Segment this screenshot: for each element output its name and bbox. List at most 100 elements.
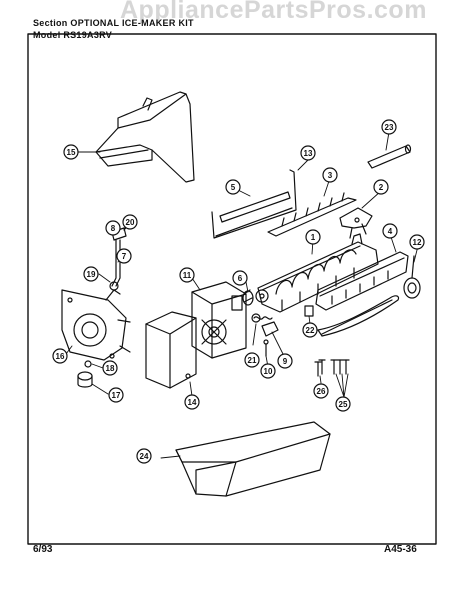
callout-12: 12 — [409, 234, 425, 250]
part-11-housing — [191, 281, 247, 359]
callout-number: 2 — [379, 183, 384, 192]
callout-number: 22 — [306, 326, 315, 335]
callout-2: 2 — [373, 179, 389, 195]
callout-number: 17 — [112, 391, 121, 400]
callout-circle — [300, 145, 316, 161]
callout-15: 15 — [63, 144, 79, 160]
callout-number: 12 — [413, 238, 422, 247]
diagram-border — [27, 33, 437, 545]
callout-circle — [260, 363, 276, 379]
part-1-mold — [255, 233, 379, 313]
part-10-pin — [263, 339, 269, 357]
callout-4: 4 — [382, 223, 398, 239]
callout-number: 11 — [183, 271, 192, 280]
part-22-nut — [304, 305, 314, 317]
callout-24: 24 — [136, 448, 152, 464]
callout-3: 3 — [322, 167, 338, 183]
callout-number: 19 — [87, 270, 96, 279]
callout-6: 6 — [232, 270, 248, 286]
part-7-tube — [111, 239, 121, 287]
callout-circle — [102, 360, 118, 376]
callout-group: 1234567891011121314151617181920212223242… — [52, 119, 425, 464]
callout-22: 22 — [302, 322, 318, 338]
part-21-spring — [251, 313, 273, 323]
part-23-tube — [367, 144, 412, 169]
callout-number: 7 — [122, 252, 127, 261]
footer-page-code: A45-36 — [384, 544, 417, 555]
callout-circle — [179, 267, 195, 283]
part-12-thermostat — [403, 255, 421, 299]
callout-13: 13 — [300, 145, 316, 161]
callout-number: 24 — [140, 452, 149, 461]
callout-18: 18 — [102, 360, 118, 376]
part-16-water-valve — [61, 289, 131, 361]
callout-number: 8 — [111, 224, 116, 233]
callout-circle — [63, 144, 79, 160]
callout-number: 9 — [283, 357, 288, 366]
callout-circle — [116, 248, 132, 264]
part-18-washer — [84, 360, 92, 368]
part-15-shield — [95, 91, 195, 183]
callout-19: 19 — [83, 266, 99, 282]
part-9-switch — [261, 321, 279, 337]
callout-25: 25 — [335, 396, 351, 412]
callout-circle — [373, 179, 389, 195]
callout-circle — [381, 119, 397, 135]
callout-circle — [244, 352, 260, 368]
callout-circle — [277, 353, 293, 369]
callout-circle — [322, 167, 338, 183]
part-4-fill-cup — [315, 251, 409, 311]
callout-circle — [232, 270, 248, 286]
callout-number: 23 — [385, 123, 394, 132]
model-label: Model — [33, 30, 61, 40]
callout-number: 21 — [248, 356, 257, 365]
callout-number: 6 — [238, 274, 243, 283]
section-line: Section OPTIONAL ICE-MAKER KIT — [33, 18, 194, 28]
callout-number: 1 — [311, 233, 316, 242]
part-2-clip — [339, 207, 373, 239]
section-value: OPTIONAL ICE-MAKER KIT — [70, 18, 194, 28]
part-24-ice-bin — [175, 421, 331, 497]
part-17-strainer — [77, 371, 93, 388]
callout-number: 18 — [106, 364, 115, 373]
heater-bail — [317, 295, 400, 337]
callout-circle — [302, 322, 318, 338]
callout-circle — [305, 229, 321, 245]
callout-number: 5 — [231, 183, 236, 192]
callout-number: 26 — [317, 387, 326, 396]
callout-1: 1 — [305, 229, 321, 245]
callout-circle — [105, 220, 121, 236]
callout-number: 25 — [339, 400, 348, 409]
callout-circle — [335, 396, 351, 412]
model-value: RS19A3RV — [63, 30, 113, 40]
callout-number: 10 — [264, 367, 273, 376]
callout-circle — [184, 394, 200, 410]
callout-21: 21 — [244, 352, 260, 368]
watermark: AppliancePartsPros.com — [120, 0, 427, 24]
callout-17: 17 — [108, 387, 124, 403]
callout-26: 26 — [313, 383, 329, 399]
callout-23: 23 — [381, 119, 397, 135]
part-3-stripper — [267, 192, 357, 237]
callout-number: 3 — [328, 171, 333, 180]
callout-5: 5 — [225, 179, 241, 195]
callout-circle — [225, 179, 241, 195]
model-line: Model RS19A3RV — [33, 30, 112, 40]
callout-circle — [108, 387, 124, 403]
callout-20: 20 — [122, 214, 138, 230]
callout-number: 14 — [188, 398, 197, 407]
callout-number: 4 — [388, 227, 393, 236]
callout-circle — [122, 214, 138, 230]
part-26-screws — [314, 359, 350, 377]
callout-14: 14 — [184, 394, 200, 410]
callout-number: 13 — [304, 149, 313, 158]
part-5-strip — [219, 191, 291, 223]
section-label: Section — [33, 18, 68, 28]
callout-circle — [52, 348, 68, 364]
callout-circle — [83, 266, 99, 282]
callout-number: 16 — [56, 352, 65, 361]
part-13-wire-bracket — [211, 169, 297, 239]
callout-number: 20 — [126, 218, 135, 227]
